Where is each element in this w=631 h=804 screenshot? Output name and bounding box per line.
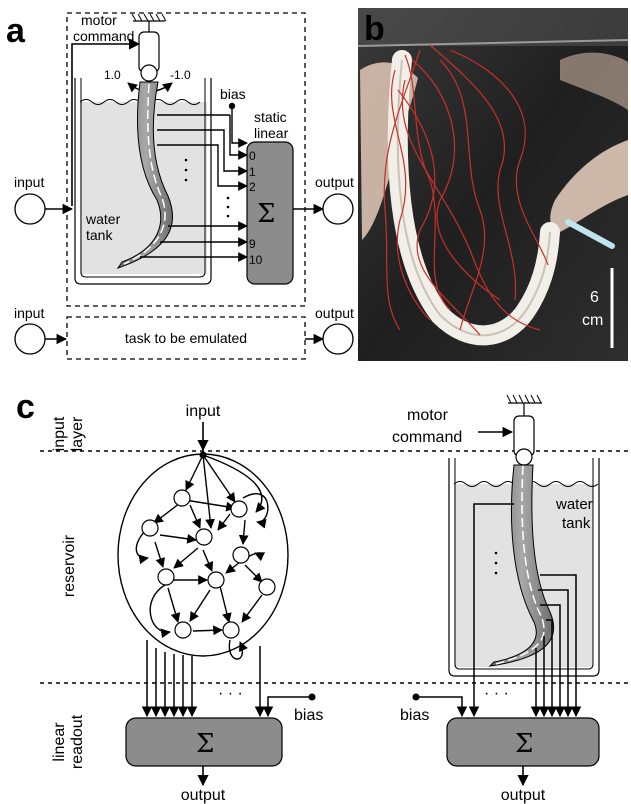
input-label-a2: input: [14, 305, 44, 321]
command-label-c: command: [392, 429, 462, 446]
tank-label-c: tank: [562, 515, 591, 532]
output-label-a: output: [315, 174, 354, 190]
motor-label-c: motor: [407, 407, 449, 424]
bias-label-right: bias: [400, 707, 429, 724]
panel-c: c input layer reservoir linear readout i…: [16, 388, 628, 804]
scale-unit: cm: [582, 312, 603, 329]
channel-2-label: 2: [249, 180, 256, 194]
ellipsis-right: · · ·: [484, 685, 509, 702]
linear-label: linear: [254, 125, 289, 141]
channel-10-label: 10: [249, 253, 263, 267]
reservoir-label-group: reservoir: [61, 534, 78, 597]
motor-mount-hatch-c: [507, 395, 541, 403]
linear-readout-label-2: readout: [69, 714, 86, 769]
water-label-c: water: [555, 496, 593, 513]
sigma-left: Σ: [196, 729, 214, 759]
reservoir-node: [233, 547, 249, 563]
reservoir-node: [231, 501, 247, 517]
bias-label-a: bias: [220, 86, 246, 102]
reservoir-node: [196, 529, 212, 545]
water-label-a: water: [85, 211, 121, 227]
reservoir-node: [174, 490, 190, 506]
sigma-a: Σ: [257, 199, 275, 229]
angle-pos-label: 1.0: [104, 68, 121, 82]
channel-0-label: 0: [249, 149, 256, 163]
output-label-right: output: [501, 787, 546, 804]
tank-label-a: tank: [86, 227, 113, 243]
task-label: task to be emulated: [125, 330, 247, 346]
input-layer-label-1: input: [51, 416, 68, 451]
panel-a: a 1.0 -1.0 motor command: [6, 12, 354, 359]
reservoir-label: reservoir: [61, 534, 78, 597]
input-node-a: [15, 194, 45, 224]
static-label: static: [254, 109, 287, 125]
reservoir-node: [208, 572, 224, 588]
reservoir-node: [175, 622, 191, 638]
channel-9-label: 9: [249, 237, 256, 251]
output-label-left: output: [181, 787, 226, 804]
reservoir-node: [259, 579, 275, 595]
output-node-a: [323, 194, 353, 224]
input-label-c: input: [186, 403, 221, 420]
ellipsis-left: · · ·: [218, 685, 243, 702]
output-node-a2: [323, 324, 353, 354]
bias-label-left: bias: [294, 707, 323, 724]
reservoir-node: [223, 622, 239, 638]
motor-command-label-1: motor: [81, 12, 117, 28]
motor-command-label-2: command: [73, 28, 134, 44]
input-label-a: input: [14, 174, 44, 190]
panel-c-letter: c: [16, 388, 35, 426]
input-layer-label: input layer: [51, 416, 86, 451]
input-layer-label-2: layer: [69, 416, 86, 451]
panel-b: 6 cm b: [358, 8, 628, 361]
linear-readout-label: linear readout: [51, 714, 86, 769]
channel-1-label: 1: [249, 165, 256, 179]
reservoir-node: [158, 569, 174, 585]
input-node-a2: [15, 324, 45, 354]
angle-neg-label: -1.0: [170, 68, 191, 82]
motor-joint: [141, 65, 157, 81]
scale-value: 6: [590, 289, 599, 306]
motor-joint-c: [516, 449, 532, 465]
reservoir-node: [142, 520, 158, 536]
linear-readout-label-1: linear: [51, 722, 68, 762]
bias-arrow-a: [232, 106, 247, 143]
panel-b-letter: b: [364, 10, 385, 48]
output-label-a2: output: [315, 305, 354, 321]
panel-a-letter: a: [6, 12, 26, 50]
sigma-right: Σ: [515, 729, 533, 759]
motor-mount-hatch: [132, 14, 166, 21]
